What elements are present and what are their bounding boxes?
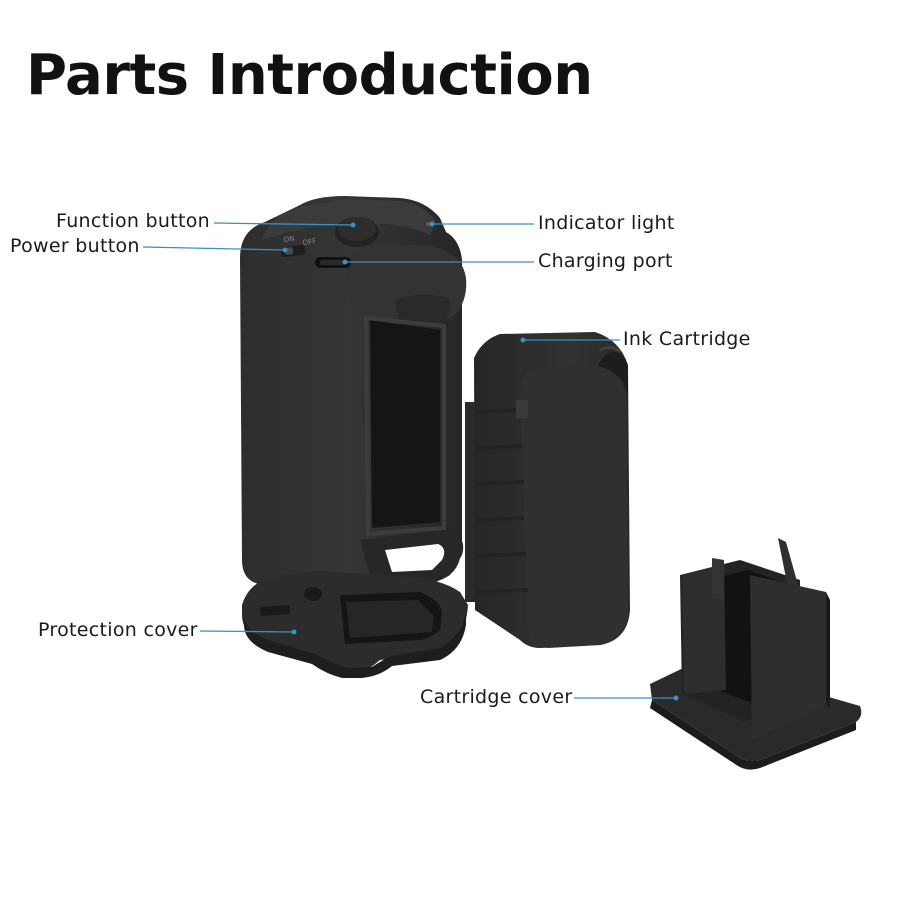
label-indicator-light: Indicator light bbox=[538, 212, 675, 234]
protection-cover bbox=[242, 571, 468, 678]
printer-chamber-rim bbox=[363, 315, 446, 537]
label-ink-cartridge: Ink Cartridge bbox=[623, 328, 751, 350]
leader-lines bbox=[142, 221, 679, 701]
switch-off-text: OFF bbox=[302, 237, 317, 247]
label-protection-cover: Protection cover bbox=[38, 619, 198, 641]
leader-function-button bbox=[213, 222, 354, 226]
printer-bottom-hole bbox=[385, 544, 445, 572]
cartridge-cover bbox=[650, 538, 862, 770]
switch-on-text: ON bbox=[283, 235, 295, 244]
label-power-button: Power button bbox=[10, 235, 140, 257]
label-cartridge-cover: Cartridge cover bbox=[420, 686, 573, 708]
page-title: Parts Introduction bbox=[26, 43, 593, 108]
leader-power-button bbox=[142, 246, 286, 251]
label-function-button: Function button bbox=[56, 210, 211, 232]
label-charging-port: Charging port bbox=[538, 250, 673, 272]
printer-body bbox=[240, 196, 467, 586]
indicator-light-dot bbox=[426, 222, 430, 226]
cartridge-ridges bbox=[477, 408, 529, 594]
leader-protection-cover bbox=[199, 630, 295, 633]
ink-cartridge bbox=[465, 332, 630, 648]
printer-chamber bbox=[370, 320, 440, 528]
